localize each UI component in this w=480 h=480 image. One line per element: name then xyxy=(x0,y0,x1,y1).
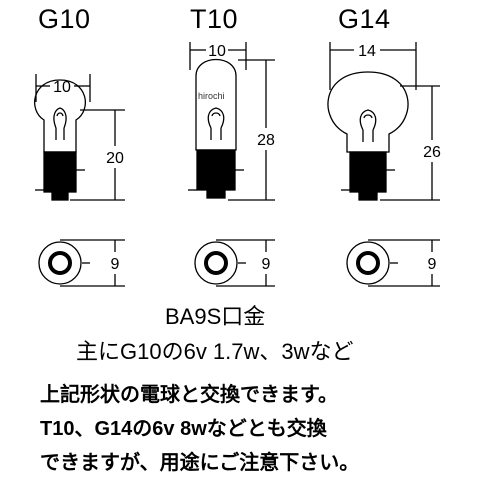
main-use-text: 主にG10の6v 1.7w、3wなど xyxy=(76,339,354,364)
note-line-1: 上記形状の電球と交換できます。 xyxy=(40,384,338,406)
t10-base-value: 9 xyxy=(262,256,271,273)
g14-bulb-side-view xyxy=(327,71,409,201)
g10-base-view xyxy=(38,239,125,287)
g14-base-value: 9 xyxy=(428,256,437,273)
g10-base-value: 9 xyxy=(111,256,120,273)
g14-width-dimension xyxy=(329,42,417,90)
g10-height-value: 20 xyxy=(106,150,124,167)
note-line-3: できますが、用途にご注意下さい。 xyxy=(40,452,360,474)
g14-base-view xyxy=(346,239,440,287)
t10-base-view xyxy=(194,239,275,287)
g14-width-value: 14 xyxy=(358,43,376,60)
base-type-label: BA9S口金 xyxy=(165,304,266,329)
t10-label: T10 xyxy=(190,4,239,34)
t10-width-dimension xyxy=(189,42,247,70)
bulb-drawings: 10 20 9 10 28 9 14 26 9 xyxy=(34,42,441,287)
t10-width-value: 10 xyxy=(208,43,226,60)
note-line-2: T10、G14の6v 8wなどとも交換 xyxy=(40,418,327,440)
t10-bulb-side-view xyxy=(188,58,244,199)
g10-height-dimension xyxy=(70,109,125,201)
watermark-text: hirochi xyxy=(198,91,225,101)
g10-label: G10 xyxy=(38,4,91,34)
g10-width-value: 10 xyxy=(53,79,71,96)
g14-height-dimension xyxy=(380,85,440,201)
g10-width-dimension xyxy=(35,74,91,102)
g10-bulb-side-view xyxy=(34,79,86,201)
g14-label: G14 xyxy=(338,4,391,34)
t10-height-dimension xyxy=(228,59,275,201)
g14-height-value: 26 xyxy=(423,144,441,161)
t10-height-value: 28 xyxy=(257,132,275,149)
